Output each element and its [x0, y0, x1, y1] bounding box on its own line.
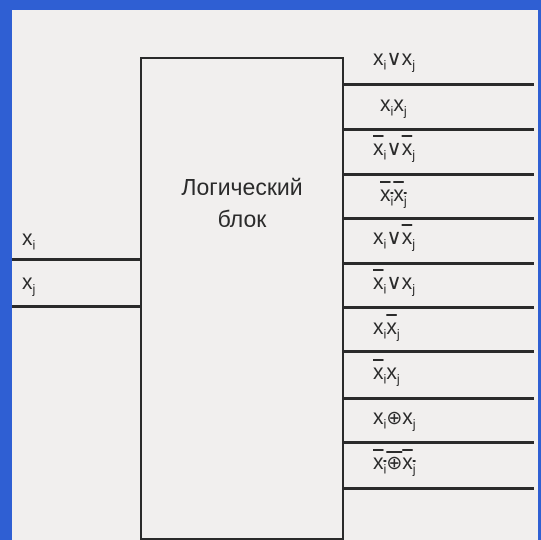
- output-line-5: [344, 262, 534, 265]
- output-label-6: xi∨xj: [373, 271, 415, 297]
- diagram-panel: Логический блок xi xj xi∨xj xixj xi∨xj x…: [12, 10, 538, 540]
- output-label-1: xi∨xj: [373, 47, 415, 73]
- output-line-4: [344, 217, 534, 220]
- output-line-6: [344, 306, 534, 309]
- output-label-7: xixj: [373, 316, 400, 342]
- output-line-10: [344, 487, 534, 490]
- input-label-xj: xj: [22, 271, 36, 297]
- input-line-xj: [12, 305, 140, 308]
- block-title-line1: Логический: [181, 174, 303, 200]
- output-line-2: [344, 128, 534, 131]
- output-line-3: [344, 173, 534, 176]
- output-line-9: [344, 441, 534, 444]
- block-title-line2: блок: [217, 206, 267, 232]
- input-label-xi: xi: [22, 227, 36, 253]
- output-line-7: [344, 350, 534, 353]
- input-line-xi: [12, 258, 140, 261]
- output-label-9: xi⊕xj: [373, 406, 416, 432]
- logic-block: Логический блок: [140, 57, 344, 540]
- output-label-3: xi∨xj: [373, 137, 415, 163]
- output-line-8: [344, 397, 534, 400]
- output-line-1: [344, 83, 534, 86]
- output-label-8: xixj: [373, 361, 400, 387]
- output-label-4: xixj: [380, 183, 407, 209]
- output-label-2: xixj: [380, 93, 407, 119]
- output-label-10: xi⊕xj: [373, 451, 416, 477]
- output-label-5: xi∨xj: [373, 226, 415, 252]
